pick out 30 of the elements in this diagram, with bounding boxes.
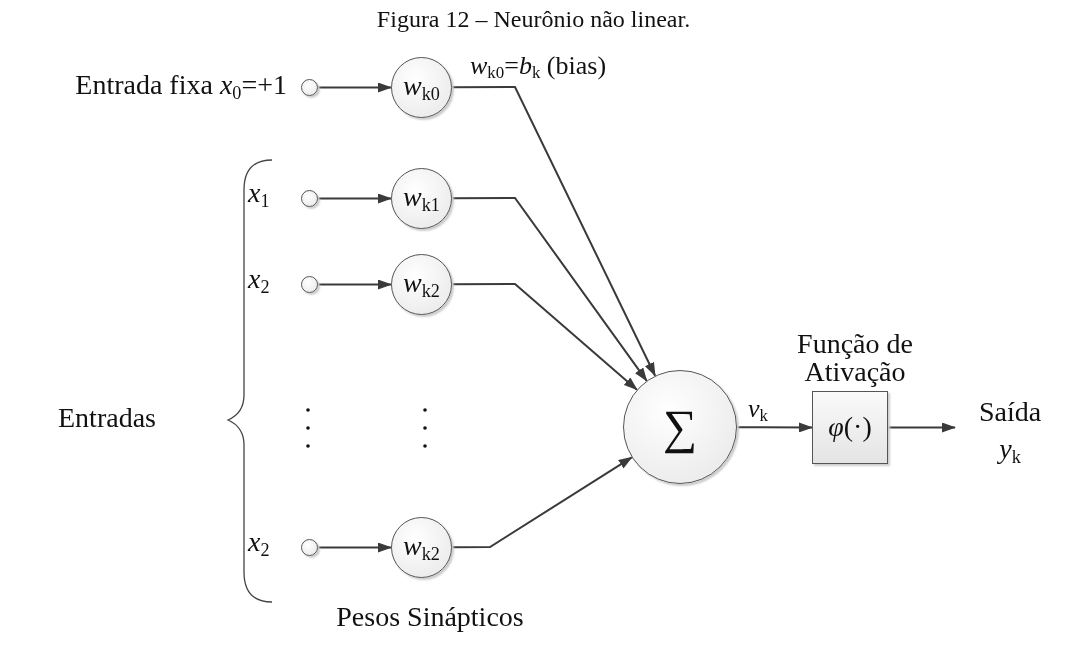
input-label: x$_{2}$ <box>248 527 270 560</box>
output-label: Saída <box>978 397 1042 429</box>
weight-circle: w$_{k0}$ <box>391 57 452 118</box>
input-node-circle <box>301 190 318 207</box>
weight-circle: w$_{k2}$ <box>391 254 452 315</box>
input-label: Entrada fixa x$_{0}$=+1 <box>74 70 287 103</box>
input-node-circle <box>301 79 318 96</box>
input-node-circle <box>301 276 318 293</box>
output-symbol: y$_{k}$ <box>999 434 1021 467</box>
weights-label: Pesos Sinápticos <box>335 600 525 634</box>
arrow <box>887 422 956 433</box>
function-label: Função de Ativação <box>796 330 914 386</box>
weight-circle: w$_{k1}$ <box>391 168 452 229</box>
figure-title: Figura 12 – Neurônio não linear. <box>375 6 692 33</box>
arrow <box>451 86 657 377</box>
arrow <box>451 456 633 549</box>
arrow <box>451 283 638 391</box>
arrow <box>736 422 813 433</box>
arrow <box>317 82 392 93</box>
activation-function-box: φ(·) <box>812 391 888 464</box>
summation-circle: ∑ <box>623 370 737 484</box>
weight-circle: w$_{k2}$ <box>391 517 452 578</box>
arrow <box>451 197 648 382</box>
input-node-circle <box>301 539 318 556</box>
arrow <box>317 542 392 553</box>
arrow <box>317 279 392 290</box>
input-label: x$_{1}$ <box>248 178 270 211</box>
arrow <box>317 193 392 204</box>
group-label: Entradas <box>58 403 156 434</box>
input-label: x$_{2}$ <box>248 264 270 297</box>
